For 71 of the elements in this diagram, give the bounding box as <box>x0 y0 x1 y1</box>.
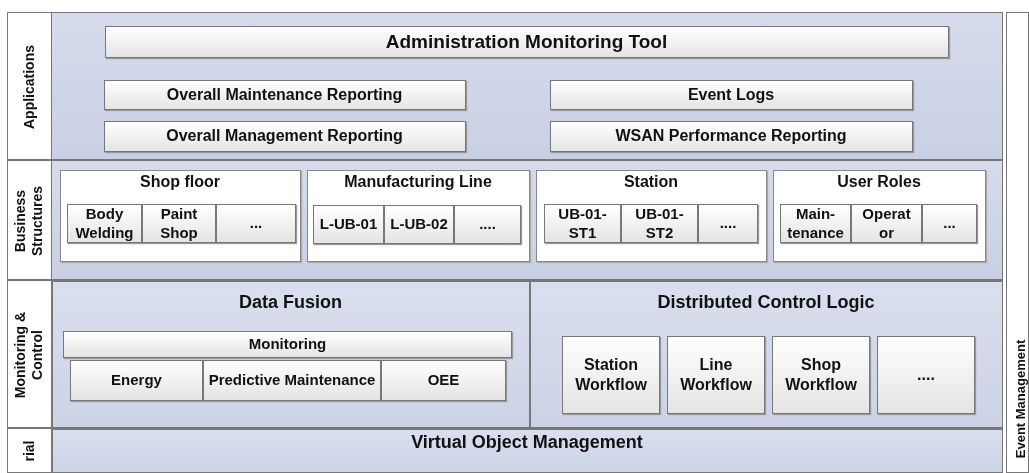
component-box <box>216 204 296 243</box>
group-card <box>772 169 986 262</box>
panel-title: User Roles <box>836 171 922 192</box>
layer-label: rial <box>20 439 38 464</box>
component-box <box>313 205 384 244</box>
module-panel <box>51 280 530 428</box>
component-label: Main- tenance <box>786 204 845 243</box>
component-box <box>562 336 660 414</box>
component-label: Station Workflow <box>574 355 648 395</box>
panel-title: Distributed Control Logic <box>656 290 876 313</box>
column-label: Event Management <box>1013 339 1029 459</box>
layer-band <box>7 280 1003 428</box>
component-box <box>142 204 216 243</box>
panel-title: Shop floor <box>139 171 221 192</box>
component-label: Event Logs <box>686 84 776 105</box>
component-label: Predictive Maintenance <box>207 371 377 390</box>
component-label: Shop Workflow <box>784 355 858 395</box>
panel-title: Data Fusion <box>238 290 343 313</box>
component-box <box>780 204 851 243</box>
component-box <box>63 331 512 358</box>
panel-title: Manufacturing Line <box>343 171 493 192</box>
component-label: Overall Management Reporting <box>165 126 404 146</box>
module-panel <box>529 280 1003 428</box>
component-box <box>621 204 698 243</box>
component-box <box>549 120 913 152</box>
component-box <box>454 205 521 244</box>
component-box <box>877 336 975 414</box>
component-label: Paint Shop <box>159 204 199 243</box>
component-box <box>381 360 506 401</box>
group-card <box>535 169 767 262</box>
component-label: Body Welding <box>74 204 135 243</box>
component-label: Operat or <box>861 204 912 243</box>
component-box <box>698 204 758 243</box>
component-label: Monitoring <box>247 335 328 354</box>
component-box <box>667 336 765 414</box>
component-label: L-UB-02 <box>389 215 449 234</box>
component-label: Energy <box>110 371 163 390</box>
component-label: L-UB-01 <box>318 215 379 234</box>
layer-label: Business Structures <box>12 185 46 258</box>
component-label: UB-01- ST1 <box>557 204 608 243</box>
component-label: .... <box>916 365 936 385</box>
panel-title: Virtual Object Management <box>410 430 644 453</box>
component-box <box>384 205 454 244</box>
component-label: Administration Monitoring Tool <box>384 29 669 54</box>
component-label: WSAN Performance Reporting <box>614 126 848 146</box>
component-box <box>922 204 977 243</box>
component-label: UB-01- ST2 <box>634 204 685 243</box>
layer-label: Applications <box>20 44 38 131</box>
panel-title: Station <box>622 171 680 192</box>
component-label: Line Workflow <box>679 355 753 395</box>
component-box <box>70 360 203 401</box>
group-card <box>59 169 301 262</box>
layer-band <box>7 160 1003 280</box>
side-column <box>1006 12 1029 473</box>
component-box <box>851 204 922 243</box>
component-box <box>104 25 949 58</box>
component-box <box>103 120 466 152</box>
group-card <box>306 169 530 262</box>
component-box <box>549 79 913 110</box>
component-label: ... <box>248 214 264 233</box>
component-box <box>103 79 466 110</box>
layer-label: Monitoring & Control <box>12 310 46 401</box>
component-label: .... <box>718 214 738 233</box>
component-box <box>544 204 621 243</box>
component-box <box>203 360 381 401</box>
component-box <box>67 204 142 243</box>
component-label: .... <box>478 215 497 234</box>
component-label: OEE <box>426 371 461 390</box>
component-label: Overall Maintenance Reporting <box>165 84 404 105</box>
component-box <box>772 336 870 414</box>
component-label: ... <box>942 214 957 233</box>
